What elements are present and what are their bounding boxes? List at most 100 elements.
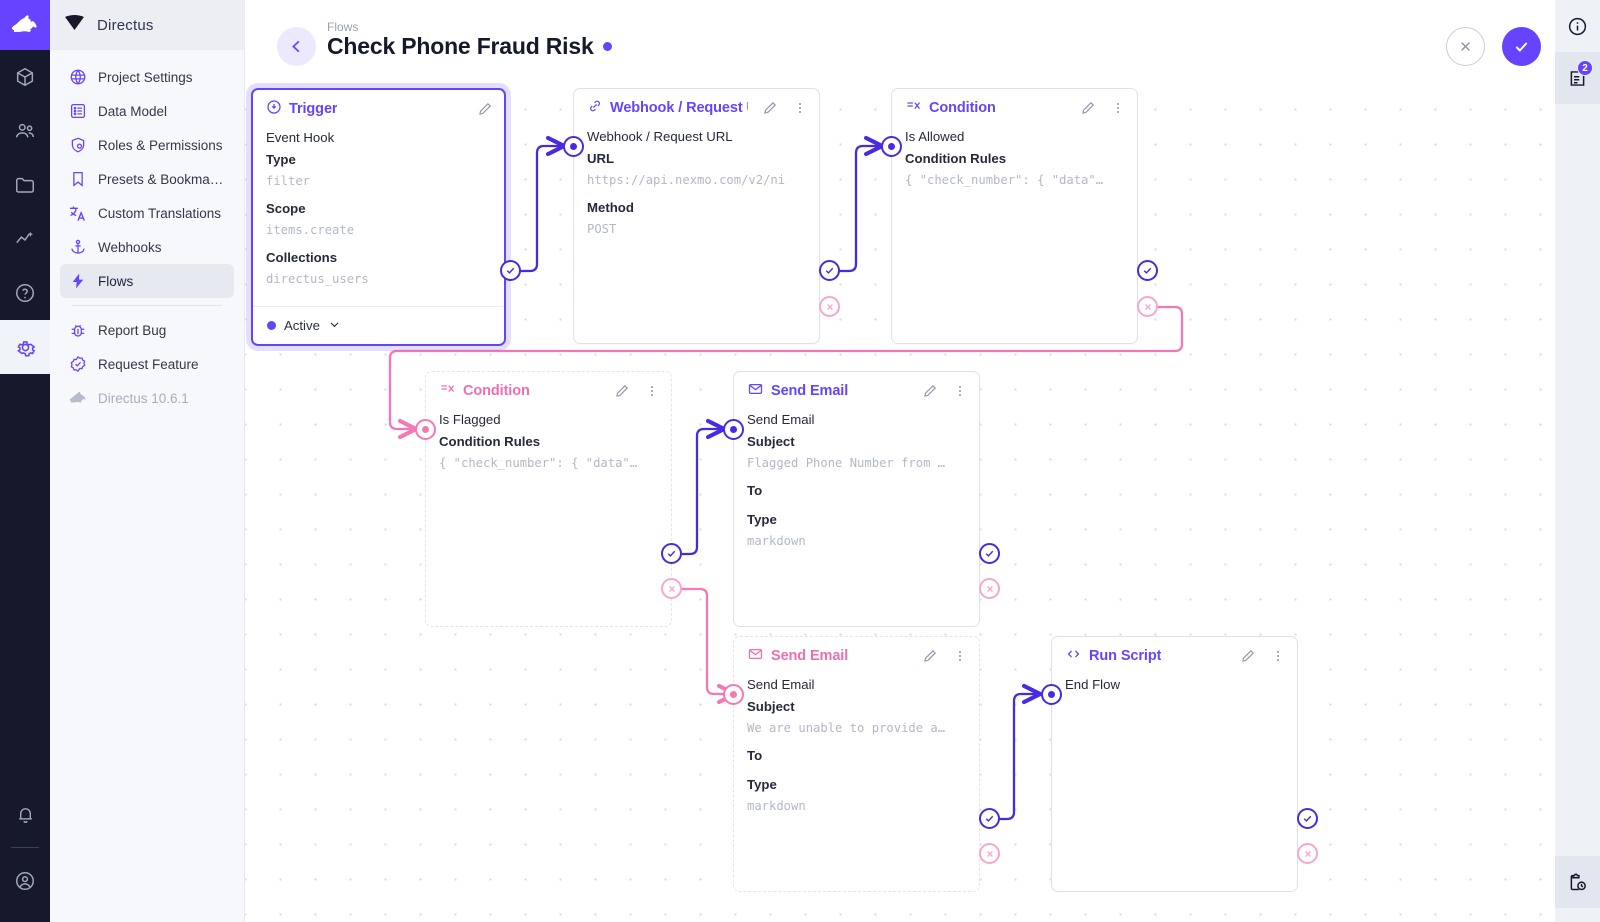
field-value: filter xyxy=(266,174,311,188)
trigger-output-success-port[interactable] xyxy=(500,260,521,281)
flow-node-condition-flagged[interactable]: Condition Is Flagged Condition Rules { "… xyxy=(425,371,672,627)
flow-node-condition-allowed[interactable]: Condition Is Allowed Condition Rules { "… xyxy=(891,88,1138,344)
status-badge xyxy=(602,42,612,51)
sidebar-item-label: Webhooks xyxy=(98,239,162,255)
condition-icon xyxy=(439,381,456,401)
info-icon[interactable] xyxy=(1555,0,1600,52)
node-subtitle: Send Email xyxy=(747,412,815,427)
condition-icon xyxy=(905,98,922,118)
activity-clipboard-icon[interactable] xyxy=(1555,856,1600,908)
more-options-icon[interactable] xyxy=(1270,648,1286,664)
logs-badge: 2 xyxy=(1577,60,1593,76)
sidebar-item-roles-permissions[interactable]: Roles & Permissions xyxy=(60,128,234,162)
more-options-icon[interactable] xyxy=(644,383,660,399)
sidebar-item-custom-translations[interactable]: Custom Translations xyxy=(60,196,234,230)
flow-canvas[interactable]: Trigger Event Hook Type filter Scope ite… xyxy=(245,88,1555,922)
account-icon[interactable] xyxy=(0,854,50,908)
sidebar-item-data-model[interactable]: Data Model xyxy=(60,94,234,128)
trigger-icon xyxy=(266,99,282,119)
cancel-button[interactable] xyxy=(1446,27,1485,66)
field-label: To xyxy=(747,483,763,498)
sidebar-item-webhooks[interactable]: Webhooks xyxy=(60,230,234,264)
rail-item-settings[interactable] xyxy=(0,320,50,374)
edit-pencil-icon[interactable] xyxy=(762,100,778,116)
send-email-flagged-input-port[interactable] xyxy=(723,419,744,440)
sidebar-item-flows[interactable]: Flows xyxy=(60,264,234,298)
page-title-text: Check Phone Fraud Risk xyxy=(327,33,594,59)
settings-sidebar: Directus Project Settings Data Model Rol… xyxy=(50,0,245,922)
send-email-flagged-output-success-port[interactable] xyxy=(979,543,1000,564)
condition-flagged-input-port[interactable] xyxy=(415,419,436,440)
condition-allowed-output-reject-port[interactable] xyxy=(1137,296,1158,317)
field-label: To xyxy=(747,748,763,763)
sidebar-header[interactable]: Directus xyxy=(50,0,244,50)
flow-node-send-email-unable[interactable]: Send Email Send Email Subject We are una… xyxy=(733,636,980,892)
edit-pencil-icon[interactable] xyxy=(477,101,493,117)
send-email-unable-output-reject-port[interactable] xyxy=(979,843,1000,864)
more-options-icon[interactable] xyxy=(952,648,968,664)
rail-item-content[interactable] xyxy=(0,50,50,104)
field-value: items.create xyxy=(266,223,355,237)
node-header: Condition xyxy=(426,372,671,410)
node-title: Run Script xyxy=(1065,646,1161,666)
trigger-status-dropdown[interactable]: Active xyxy=(253,306,504,344)
more-options-icon[interactable] xyxy=(1110,100,1126,116)
run-script-output-success-port[interactable] xyxy=(1297,808,1318,829)
field-value: { "check_number": { "data"… xyxy=(439,456,638,470)
run-script-output-reject-port[interactable] xyxy=(1297,843,1318,864)
page-title: Check Phone Fraud Risk xyxy=(327,33,612,60)
sidebar-item-label: Request Feature xyxy=(98,356,199,372)
rail-item-insights[interactable] xyxy=(0,212,50,266)
condition-flagged-output-reject-port[interactable] xyxy=(661,578,682,599)
node-header: Send Email xyxy=(734,372,979,410)
node-header: Condition xyxy=(892,89,1137,127)
condition-allowed-input-port[interactable] xyxy=(881,136,902,157)
condition-allowed-output-success-port[interactable] xyxy=(1137,260,1158,281)
logs-icon[interactable]: 2 xyxy=(1555,52,1600,104)
edit-pencil-icon[interactable] xyxy=(922,383,938,399)
bug-icon xyxy=(68,321,87,340)
node-header: Trigger xyxy=(253,90,504,128)
save-button[interactable] xyxy=(1502,27,1541,66)
node-subtitle: Is Flagged xyxy=(439,412,501,427)
condition-flagged-output-success-port[interactable] xyxy=(661,543,682,564)
edit-pencil-icon[interactable] xyxy=(614,383,630,399)
field-label: Collections xyxy=(266,250,338,265)
logo-rabbit-icon[interactable] xyxy=(0,0,50,50)
sidebar-item-report-bug[interactable]: Report Bug xyxy=(60,313,234,347)
rail-item-files[interactable] xyxy=(0,158,50,212)
sidebar-item-presets-bookmarks[interactable]: Presets & Bookmar… xyxy=(60,162,234,196)
webhook-output-reject-port[interactable] xyxy=(819,296,840,317)
node-header: Send Email xyxy=(734,637,979,675)
more-options-icon[interactable] xyxy=(952,383,968,399)
webhook-input-port[interactable] xyxy=(563,136,584,157)
node-title: Send Email xyxy=(747,646,848,666)
rail-item-users[interactable] xyxy=(0,104,50,158)
breadcrumb[interactable]: Flows xyxy=(327,20,359,34)
sidebar-item-project-settings[interactable]: Project Settings xyxy=(60,60,234,94)
field-label: Type xyxy=(747,512,777,527)
flow-node-trigger[interactable]: Trigger Event Hook Type filter Scope ite… xyxy=(251,88,506,346)
flow-connectors xyxy=(388,135,1184,821)
edit-pencil-icon[interactable] xyxy=(1240,648,1256,664)
send-email-unable-input-port[interactable] xyxy=(723,684,744,705)
rail-item-help[interactable] xyxy=(0,266,50,320)
flow-node-run-script[interactable]: Run Script End Flow xyxy=(1051,636,1298,892)
flow-node-send-email-flagged[interactable]: Send Email Send Email Subject Flagged Ph… xyxy=(733,371,980,627)
webhook-output-success-port[interactable] xyxy=(819,260,840,281)
back-button[interactable] xyxy=(277,27,316,66)
more-options-icon[interactable] xyxy=(792,100,808,116)
shield-icon xyxy=(68,136,87,155)
mail-icon xyxy=(747,381,764,401)
edit-pencil-icon[interactable] xyxy=(922,648,938,664)
edit-pencil-icon[interactable] xyxy=(1080,100,1096,116)
field-label: Type xyxy=(747,777,777,792)
flow-node-webhook[interactable]: Webhook / Request U Webhook / Request UR… xyxy=(573,88,820,344)
sidebar-item-request-feature[interactable]: Request Feature xyxy=(60,347,234,381)
node-subtitle: End Flow xyxy=(1065,677,1120,692)
bell-icon[interactable] xyxy=(0,787,50,841)
run-script-input-port[interactable] xyxy=(1041,684,1062,705)
send-email-unable-output-success-port[interactable] xyxy=(979,808,1000,829)
send-email-flagged-output-reject-port[interactable] xyxy=(979,578,1000,599)
field-label: Subject xyxy=(747,699,795,714)
